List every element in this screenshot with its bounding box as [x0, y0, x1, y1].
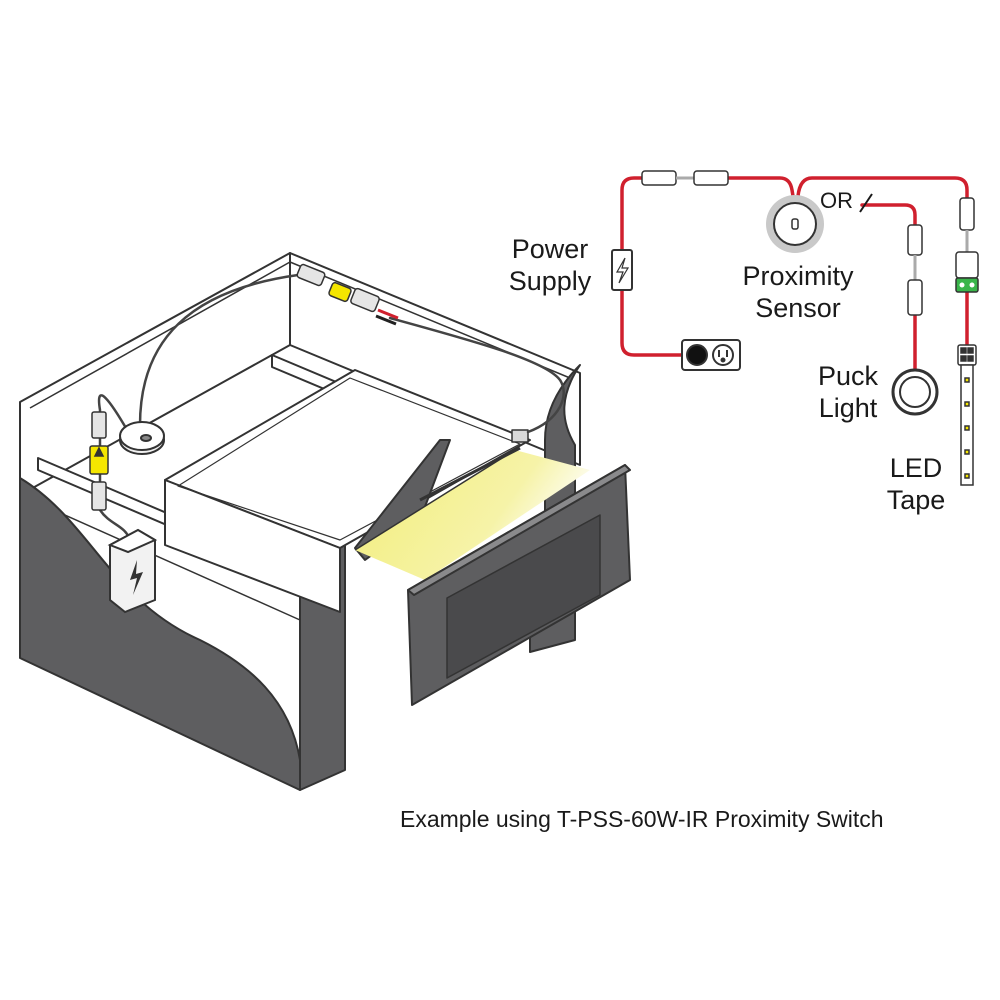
tape-clip: [955, 277, 979, 293]
led-tape-icon: [957, 344, 977, 486]
cabinet-power-supply: [107, 528, 158, 614]
or-slash: [859, 193, 873, 213]
top-connectors: [296, 263, 399, 326]
cabinet: [19, 252, 581, 791]
drawer-front-panel: [446, 514, 601, 679]
label-led-tape: LED Tape: [886, 453, 946, 515]
wire-or-puck: [860, 203, 917, 227]
cabinet-left-wall: [19, 252, 291, 496]
lightning-icon: [130, 560, 143, 595]
wire-to-sensor: [726, 176, 795, 198]
label-puck-light: Puck Light: [817, 361, 879, 423]
cabinet-sensor: [119, 421, 165, 455]
label-power-supply: Power Supply: [508, 234, 592, 296]
puck-light-icon: [891, 368, 939, 416]
drawer-led-strip: [419, 446, 521, 502]
cabinet-wiring: [97, 273, 565, 542]
drawer-divider: [354, 439, 451, 561]
lightning-icon: [615, 257, 630, 284]
label-proximity-sensor: Proximity Sensor: [742, 261, 854, 323]
outlet-icon: [681, 339, 741, 371]
cabinet-connector-vertical: [89, 411, 109, 511]
cabinet-side-panel: [19, 477, 301, 791]
label-or: OR: [820, 188, 853, 213]
sensor-icon: [766, 195, 824, 253]
drawer-light-glow: [355, 450, 590, 580]
diagram-caption: Example using T-PSS-60W-IR Proximity Swi…: [400, 806, 884, 832]
power-supply: [611, 249, 633, 291]
wire-sensor-tape: [796, 176, 969, 200]
schematic-connectors: [641, 170, 979, 316]
wire-supply-top: [620, 176, 644, 252]
schematic-wires: [620, 176, 969, 372]
wire-supply-outlet: [620, 288, 684, 357]
drawer: [164, 369, 631, 706]
